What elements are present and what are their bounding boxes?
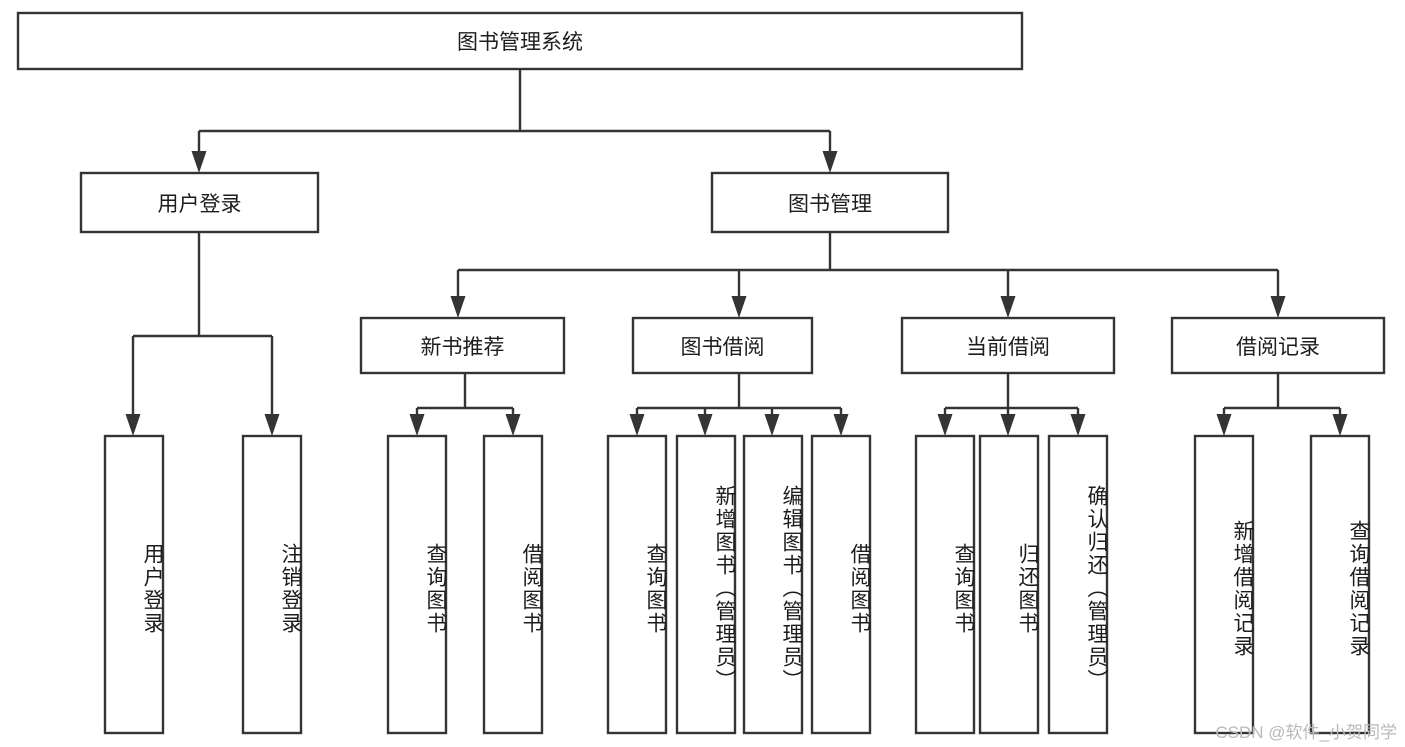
arrow-record-drop-2 bbox=[1332, 414, 1348, 436]
arrow-root-to-book-management bbox=[822, 151, 838, 173]
arrow-borrow-drop-2 bbox=[697, 414, 713, 436]
node-root-box[interactable] bbox=[16, 11, 1024, 71]
arrow-current-drop-1 bbox=[937, 414, 953, 436]
node-leaf-add-borrow-record-box[interactable] bbox=[1193, 434, 1255, 735]
arrow-borrow-drop-4 bbox=[833, 414, 849, 436]
node-leaf-borrow-book-recommend-box[interactable] bbox=[482, 434, 544, 735]
node-leaf-query-book-borrow-box[interactable] bbox=[606, 434, 668, 735]
node-current-borrow-box[interactable] bbox=[900, 316, 1116, 375]
arrow-recommend-drop-2 bbox=[505, 414, 521, 436]
node-book-management-box[interactable] bbox=[710, 171, 950, 234]
arrow-user-login-drop-1 bbox=[125, 414, 141, 436]
arrow-current-drop-3 bbox=[1070, 414, 1086, 436]
node-leaf-query-book-recommend-box[interactable] bbox=[386, 434, 448, 735]
arrow-user-login-drop-2 bbox=[264, 414, 280, 436]
node-box-layer bbox=[16, 11, 1386, 735]
arrow-borrow-drop-1 bbox=[629, 414, 645, 436]
arrow-current-drop-2 bbox=[1000, 414, 1016, 436]
node-leaf-user-login-box[interactable] bbox=[103, 434, 165, 735]
node-new-book-recommend-box[interactable] bbox=[359, 316, 566, 375]
node-leaf-borrow-book-box[interactable] bbox=[810, 434, 872, 735]
node-leaf-add-book-admin-box[interactable] bbox=[675, 434, 737, 735]
node-leaf-query-borrow-record-box[interactable] bbox=[1309, 434, 1371, 735]
connector-layer bbox=[125, 69, 1348, 436]
arrow-book-mgmt-drop-4 bbox=[1270, 296, 1286, 318]
arrow-book-mgmt-drop-3 bbox=[1000, 296, 1016, 318]
arrow-borrow-drop-3 bbox=[764, 414, 780, 436]
node-borrow-record-box[interactable] bbox=[1170, 316, 1386, 375]
node-leaf-return-book-box[interactable] bbox=[978, 434, 1040, 735]
node-leaf-query-book-current-box[interactable] bbox=[914, 434, 976, 735]
arrow-book-mgmt-drop-2 bbox=[731, 296, 747, 318]
node-leaf-edit-book-admin-box[interactable] bbox=[742, 434, 804, 735]
node-book-borrow-box[interactable] bbox=[631, 316, 814, 375]
arrow-root-to-user-login bbox=[191, 151, 207, 173]
arrow-recommend-drop-1 bbox=[409, 414, 425, 436]
node-leaf-confirm-return-admin-box[interactable] bbox=[1047, 434, 1109, 735]
arrow-book-mgmt-drop-1 bbox=[450, 296, 466, 318]
node-user-login-box[interactable] bbox=[79, 171, 320, 234]
node-leaf-logout-box[interactable] bbox=[241, 434, 303, 735]
arrow-record-drop-1 bbox=[1216, 414, 1232, 436]
